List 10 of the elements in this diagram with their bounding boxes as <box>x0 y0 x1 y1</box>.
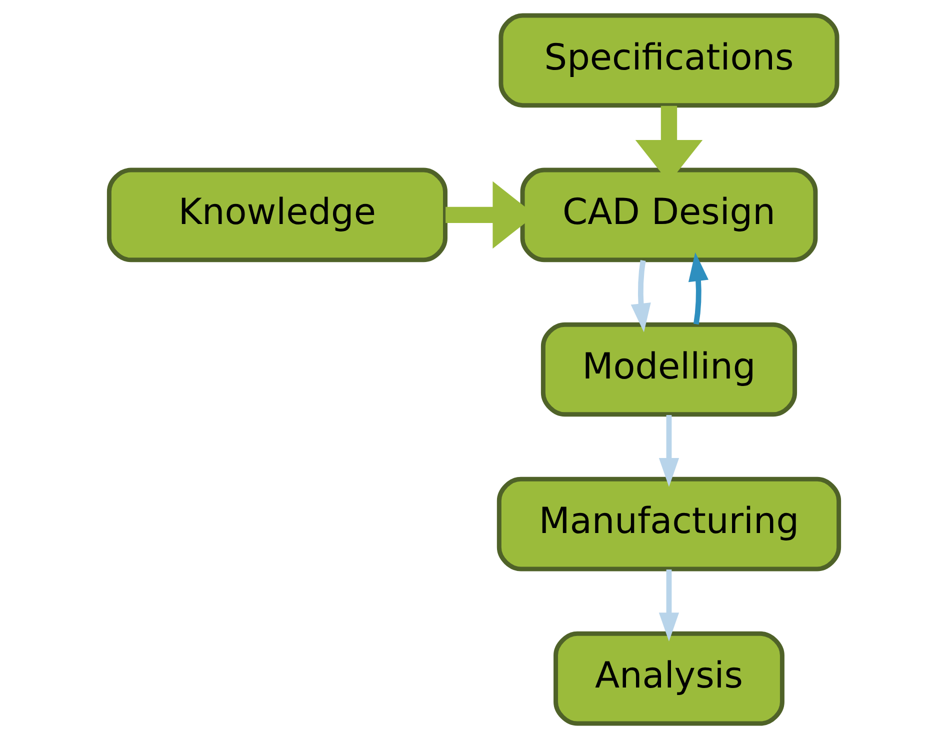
node-box: Manufacturing <box>496 476 841 572</box>
arrow <box>658 570 679 642</box>
node-box: Knowledge <box>106 168 447 262</box>
node-box: CAD Design <box>520 168 818 262</box>
node-box: Modelling <box>540 322 797 417</box>
node-box: Specifications <box>498 13 839 108</box>
node-box: Analysis <box>553 631 784 726</box>
arrow <box>688 252 708 325</box>
arrow <box>658 414 679 487</box>
arrow <box>630 260 650 332</box>
